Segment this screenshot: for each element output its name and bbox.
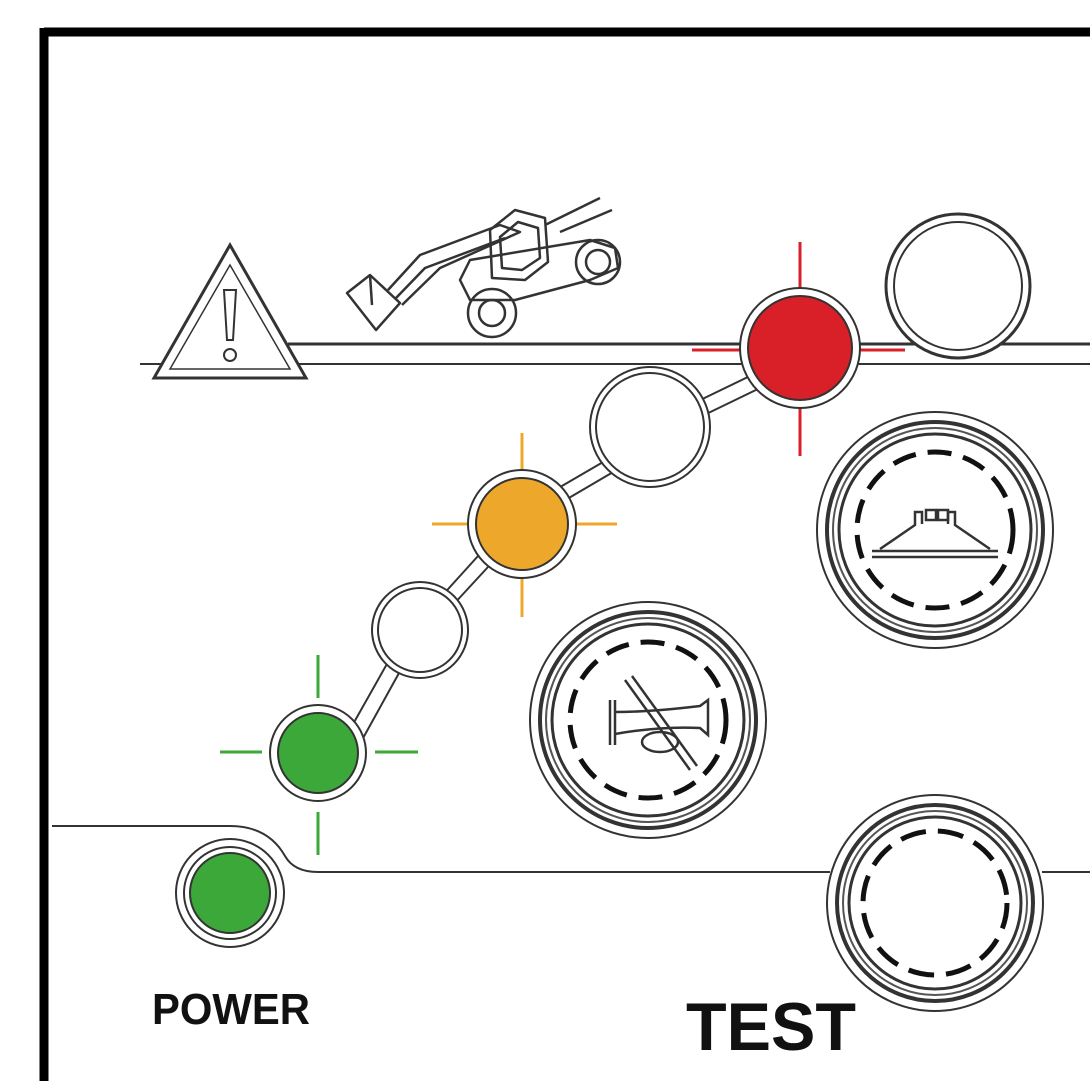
green-led	[220, 655, 418, 855]
telehandler-icon	[347, 198, 620, 337]
power-label: POWER	[152, 985, 310, 1034]
amber-led	[432, 433, 617, 617]
power-led	[176, 839, 284, 947]
horn-mute-button[interactable]	[530, 602, 766, 838]
attachment-override-button[interactable]	[817, 412, 1053, 648]
led-2	[372, 582, 468, 678]
test-label: TEST	[686, 989, 856, 1065]
status-indicator-unlit	[886, 214, 1030, 358]
warning-triangle-icon	[154, 245, 306, 378]
test-button[interactable]	[827, 795, 1043, 1011]
red-led	[692, 242, 905, 456]
led-4	[590, 367, 710, 487]
